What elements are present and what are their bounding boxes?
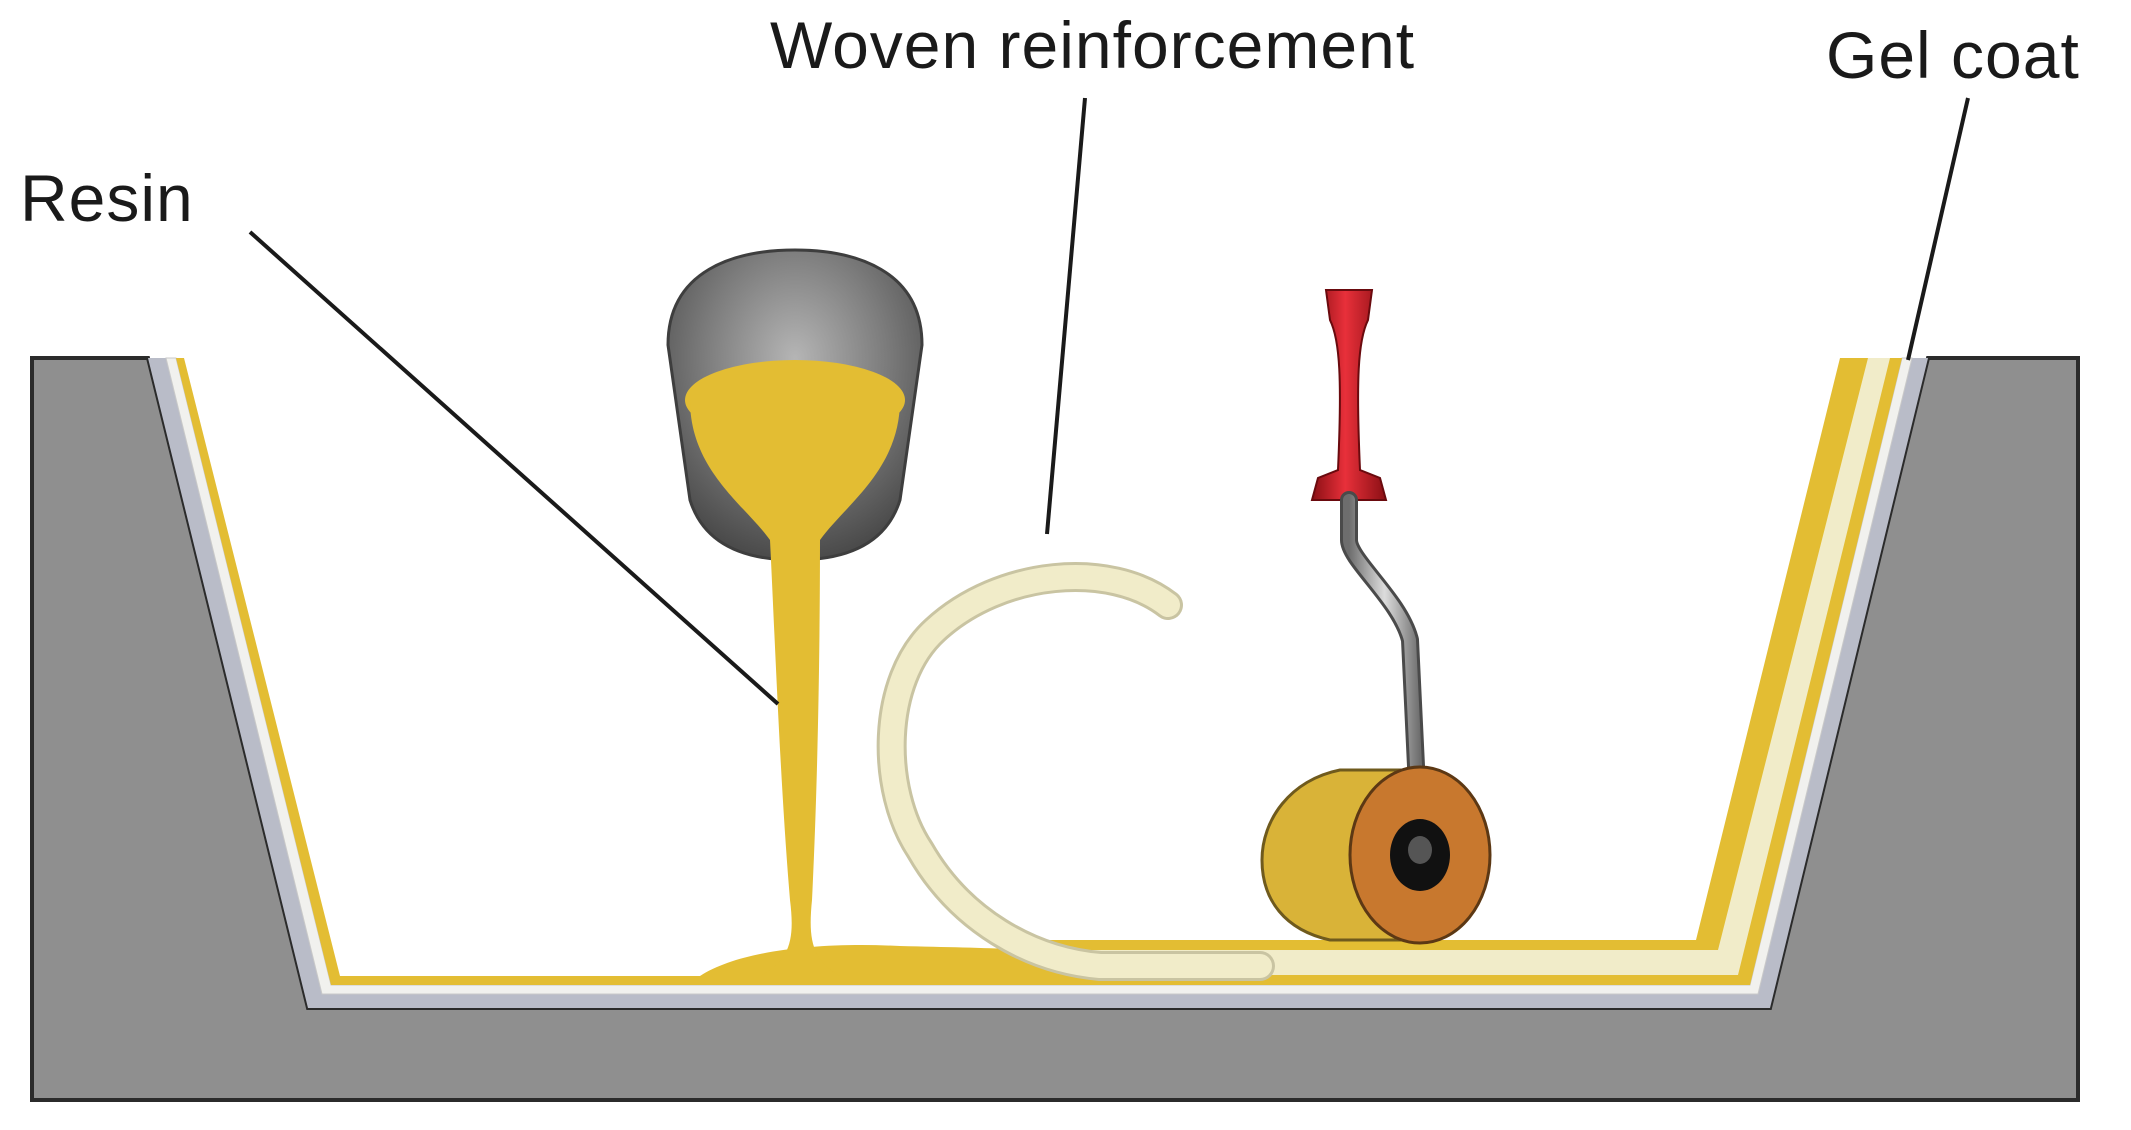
woven-reinforcement-leader-line — [1045, 97, 1087, 535]
woven-reinforcement-label: Woven reinforcement — [770, 8, 1416, 82]
gel-coat-leader-line — [1906, 97, 1970, 361]
resin-leader-line — [248, 230, 780, 706]
resin-label: Resin — [20, 161, 194, 235]
bucket-icon — [666, 248, 924, 976]
roller-icon — [1260, 289, 1492, 945]
woven-reinforcement-roll — [876, 562, 1275, 981]
gel-coat-layer — [165, 357, 1913, 995]
gel-coat-label: Gel coat — [1826, 18, 2080, 92]
release-layer — [148, 358, 1928, 1008]
